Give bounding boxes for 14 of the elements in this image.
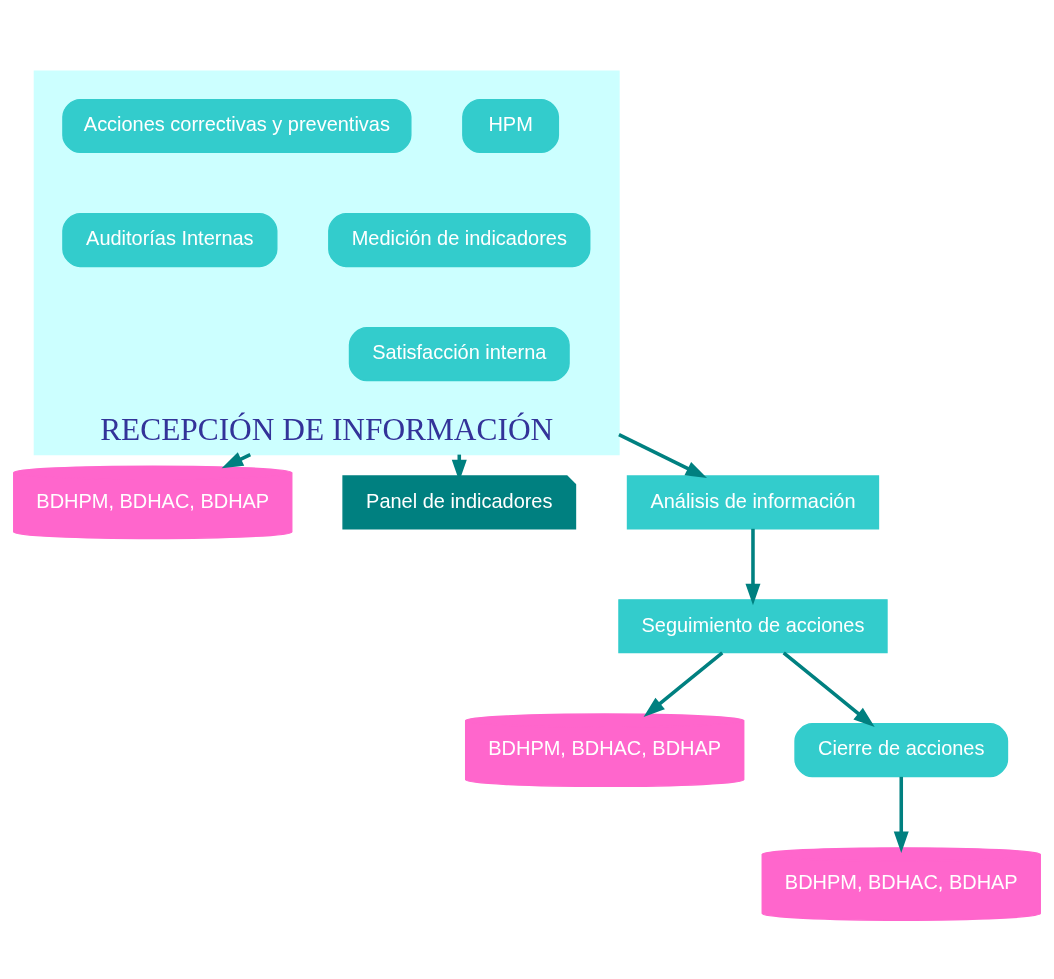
arrow — [782, 650, 875, 727]
node-box: Análisis de información — [626, 474, 880, 529]
node-box: Medición de indicadores — [328, 212, 591, 267]
arrow — [745, 528, 761, 605]
node-box: Acciones correctivas y preventivas — [62, 98, 412, 153]
arrow — [618, 432, 707, 478]
node-box: Satisfacción interna — [348, 326, 570, 381]
arrow — [893, 776, 909, 853]
node-box: HPM — [462, 98, 560, 153]
arrow — [221, 451, 252, 468]
node-box: Seguimiento de acciones — [618, 598, 888, 653]
node-box: Cierre de acciones — [794, 722, 1009, 777]
arrow — [643, 650, 724, 717]
node-box: Auditorías Internas — [62, 212, 278, 267]
